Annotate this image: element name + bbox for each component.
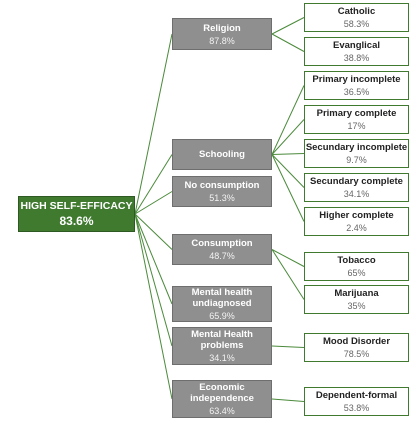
leaf-higher-complete-label: Higher complete	[319, 210, 394, 221]
root-label: HIGH SELF-EFFICACY	[20, 200, 133, 212]
category-economic-independence-label: Economic independence	[190, 382, 254, 404]
leaf-evangelical: Evanglical 38.8%	[304, 37, 409, 66]
connector-schooling-secondary-incomplete	[271, 153, 305, 155]
leaf-catholic-value: 58.3%	[343, 19, 370, 29]
leaf-secondary-incomplete: Secundary incomplete 9.7%	[304, 139, 409, 168]
leaf-primary-complete: Primary complete 17%	[304, 105, 409, 134]
leaf-mood-disorder-label: Mood Disorder	[322, 336, 391, 347]
leaf-secondary-complete: Secundary complete 34.1%	[304, 173, 409, 202]
connector-consumption-marijuana	[271, 249, 305, 300]
category-consumption: Consumption 48.7%	[172, 234, 272, 265]
category-mental-health-problems-value: 34.1%	[209, 353, 235, 363]
connector-schooling-secondary-complete	[271, 154, 305, 188]
leaf-primary-incomplete-value: 36.5%	[343, 87, 370, 97]
leaf-tobacco-label: Tobacco	[337, 255, 376, 266]
category-religion-label: Religion	[203, 22, 241, 34]
connector-economic-independence-dependent-formal	[271, 398, 305, 402]
category-economic-independence-value: 63.4%	[209, 406, 235, 416]
connector-religion-catholic	[271, 17, 305, 35]
category-schooling-label: Schooling	[199, 149, 245, 160]
leaf-tobacco: Tobacco 65%	[304, 252, 409, 281]
connector-root-economic-independence	[134, 213, 173, 400]
category-mental-health-undiagnosed-value: 65.9%	[209, 311, 235, 321]
connector-root-consumption	[134, 213, 173, 250]
connector-schooling-primary-complete	[271, 119, 305, 155]
leaf-catholic-label: Catholic	[337, 6, 376, 17]
root-value: 83.6%	[59, 214, 94, 228]
leaf-tobacco-value: 65%	[347, 268, 366, 278]
category-no-consumption-label: No consumption	[184, 180, 260, 191]
leaf-primary-complete-label: Primary complete	[316, 108, 397, 119]
leaf-primary-incomplete: Primary incomplete 36.5%	[304, 71, 409, 100]
leaf-secondary-complete-value: 34.1%	[343, 189, 370, 199]
leaf-evangelical-label: Evanglical	[333, 40, 380, 51]
category-consumption-value: 48.7%	[209, 251, 235, 261]
leaf-secondary-complete-label: Secundary complete	[310, 176, 403, 187]
connector-religion-evangelical	[271, 33, 305, 52]
leaf-secondary-incomplete-label: Secundary incomplete	[305, 142, 408, 153]
category-consumption-label: Consumption	[191, 238, 253, 249]
connector-root-mental-health-problems	[134, 213, 173, 347]
connector-root-mental-health-undiagnosed	[134, 213, 173, 305]
leaf-higher-complete: Higher complete 2.4%	[304, 207, 409, 236]
category-no-consumption: No consumption 51.3%	[172, 176, 272, 207]
leaf-secondary-incomplete-value: 9.7%	[346, 155, 367, 165]
category-economic-independence: Economic independence 63.4%	[172, 380, 272, 418]
leaf-dependent-formal-value: 53.8%	[343, 403, 370, 413]
leaf-marijuana: Marijuana 35%	[304, 285, 409, 314]
leaf-primary-incomplete-label: Primary incomplete	[312, 74, 401, 85]
leaf-mood-disorder-value: 78.5%	[343, 349, 370, 359]
category-no-consumption-value: 51.3%	[209, 193, 235, 203]
category-mental-health-undiagnosed: Mental health undiagnosed 65.9%	[172, 286, 272, 322]
leaf-higher-complete-value: 2.4%	[346, 223, 367, 233]
leaf-mood-disorder: Mood Disorder 78.5%	[304, 333, 409, 362]
connector-schooling-higher-complete	[271, 154, 305, 222]
root-node: HIGH SELF-EFFICACY 83.6%	[18, 196, 135, 232]
connector-root-schooling	[134, 154, 173, 215]
connector-schooling-primary-incomplete	[271, 85, 305, 155]
connector-consumption-tobacco	[271, 249, 305, 267]
connector-mental-health-problems-mood-disorder	[271, 345, 305, 348]
leaf-marijuana-label: Marijuana	[334, 288, 379, 299]
connector-root-no-consumption	[134, 191, 173, 215]
leaf-primary-complete-value: 17%	[347, 121, 366, 131]
category-mental-health-problems-label: Mental Health problems	[191, 329, 253, 351]
category-religion-value: 87.8%	[209, 35, 235, 46]
leaf-evangelical-value: 38.8%	[343, 53, 370, 63]
category-religion: Religion 87.8%	[172, 18, 272, 50]
connector-root-religion	[134, 33, 173, 215]
category-mental-health-undiagnosed-label: Mental health undiagnosed	[191, 287, 253, 309]
leaf-catholic: Catholic 58.3%	[304, 3, 409, 32]
leaf-dependent-formal-label: Dependent-formal	[315, 390, 398, 401]
category-mental-health-problems: Mental Health problems 34.1%	[172, 327, 272, 365]
category-schooling: Schooling	[172, 139, 272, 170]
leaf-marijuana-value: 35%	[347, 301, 366, 311]
leaf-dependent-formal: Dependent-formal 53.8%	[304, 387, 409, 416]
